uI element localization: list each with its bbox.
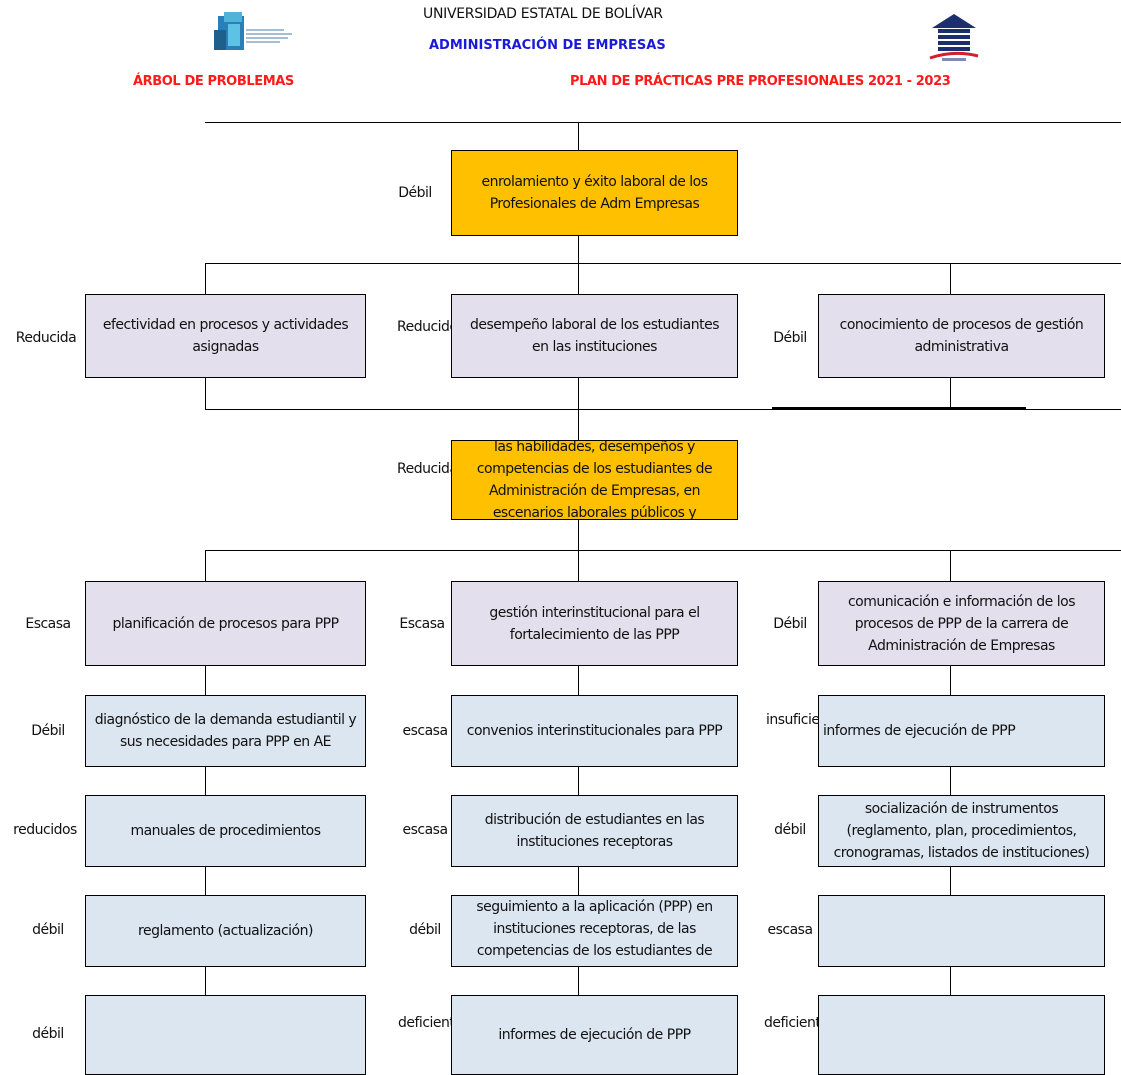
effect-box: enrolamiento y éxito laboral de los Prof… [451,150,738,236]
sub-cause-box: diagnóstico de la demanda estudiantil y … [85,695,366,767]
effect-box: desempeño laboral de los estudiantes en … [451,294,738,378]
sub-cause-label: débil [774,822,806,838]
career-name: ADMINISTRACIÓN DE EMPRESAS [429,38,666,53]
connector-line [950,550,952,581]
sub-cause-box: informes de ejecución de PPP [818,695,1105,767]
connector-line [205,263,1121,265]
sub-cause-label: escasa [402,822,448,838]
connector-line [205,666,207,695]
connector-line [950,263,952,294]
connector-line [205,550,1121,552]
cause-box: comunicación e información de los proces… [818,581,1105,666]
core-label: Reducidas [397,461,465,477]
effect-box: conocimiento de procesos de gestión admi… [818,294,1105,378]
sub-cause-label: débil [32,1026,64,1042]
sub-cause-box: socialización de instrumentos (reglament… [818,795,1105,867]
connector-line [578,767,580,795]
effect-label: Débil [773,330,807,346]
connector-line [950,666,952,695]
connector-line [578,263,580,294]
connector-line [205,263,207,294]
connector-line [578,550,580,581]
sub-cause-box [818,995,1105,1075]
sub-cause-label: Débil [31,723,65,739]
connector-line [950,767,952,795]
university-name: UNIVERSIDAD ESTATAL DE BOLÍVAR [423,6,663,22]
connector-line [950,867,952,895]
diagram-title: ÁRBOL DE PROBLEMAS [133,74,294,89]
sub-cause-box: seguimiento a la aplicación (PPP) en ins… [451,895,738,967]
sub-cause-label: deficiente [398,1015,463,1031]
sub-cause-label: débil [32,922,64,938]
connector-line [205,767,207,795]
effect-box: efectividad en procesos y actividades as… [85,294,366,378]
connector-line [578,867,580,895]
effect-label: Reducida [15,330,77,346]
connector-line [578,122,580,150]
building-logo-icon [928,14,980,64]
cause-label: Débil [773,616,807,632]
cause-box: gestión interinstitucional para el forta… [451,581,738,666]
university-logo-icon [214,12,296,54]
connector-line [205,967,207,995]
sub-cause-box: informes de ejecución de PPP [451,995,738,1075]
sub-cause-label: reducidos [13,822,77,838]
connector-line [578,666,580,695]
plan-title: PLAN DE PRÁCTICAS PRE PROFESIONALES 2021… [570,74,951,89]
connector-line [772,407,1026,409]
connector-line [205,378,207,409]
sub-cause-box: reglamento (actualización) [85,895,366,967]
effect-label: Reducido [397,319,458,335]
sub-cause-box [818,895,1105,967]
sub-cause-box: convenios interinstitucionales para PPP [451,695,738,767]
connector-line [950,378,952,409]
sub-cause-box [85,995,366,1075]
connector-line [950,967,952,995]
connector-line [205,409,1121,411]
sub-cause-label: insuficientes [766,712,848,728]
connector-line [205,550,207,581]
connector-line [205,867,207,895]
sub-cause-label: escasa [402,723,448,739]
sub-cause-label: escasa [767,922,813,938]
sub-cause-box: distribución de estudiantes en las insti… [451,795,738,867]
effect-label: Débil [398,185,432,201]
sub-cause-box: manuales de procedimientos [85,795,366,867]
connector-line [578,236,580,263]
connector-line [578,967,580,995]
cause-box: planificación de procesos para PPP [85,581,366,666]
sub-cause-label: deficiente [764,1015,829,1031]
connector-line [578,520,580,550]
core-problem-box: las habilidades, desempeños y competenci… [451,440,738,520]
connector-line [205,122,1121,124]
cause-label: Escasa [25,616,71,632]
sub-cause-label: débil [409,922,441,938]
cause-label: Escasa [399,616,445,632]
